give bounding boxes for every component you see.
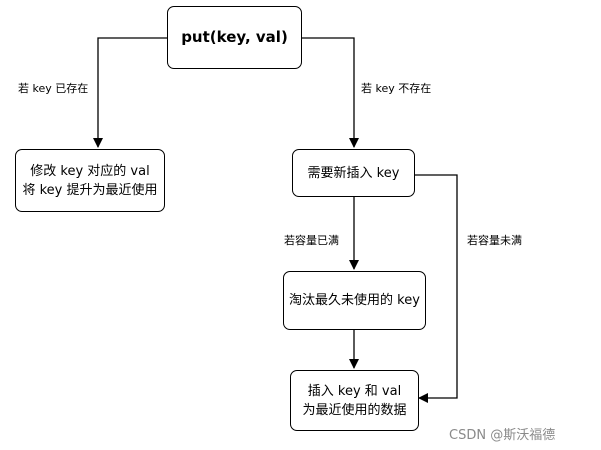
node-insert-final-line2: 为最近使用的数据 <box>302 402 407 418</box>
node-put: put(key, val) <box>167 6 302 69</box>
node-update-line1: 修改 key 对应的 val <box>30 163 150 179</box>
node-update-line2: 将 key 提升为最近使用 <box>22 182 158 198</box>
edge-label-exists: 若 key 已存在 <box>18 82 89 95</box>
node-update: 修改 key 对应的 val 将 key 提升为最近使用 <box>15 149 165 212</box>
node-insert-label: 需要新插入 key <box>307 165 400 181</box>
edge-label-not-exists: 若 key 不存在 <box>361 82 432 95</box>
node-put-label: put(key, val) <box>181 28 288 46</box>
edge-not-full-arrow <box>415 174 458 403</box>
node-insert-final: 插入 key 和 val 为最近使用的数据 <box>290 370 419 431</box>
watermark: CSDN @斯沃福德 <box>449 428 556 443</box>
node-evict: 淘汰最久未使用的 key <box>283 271 426 330</box>
edge-not-exists-arrow <box>302 37 359 148</box>
node-evict-label: 淘汰最久未使用的 key <box>289 293 420 308</box>
edge-exists-arrow <box>93 37 167 148</box>
edge-label-full: 若容量已满 <box>284 234 339 247</box>
edge-label-not-full: 若容量未满 <box>467 234 522 247</box>
node-insert: 需要新插入 key <box>292 149 415 197</box>
node-insert-final-line1: 插入 key 和 val <box>307 383 402 399</box>
